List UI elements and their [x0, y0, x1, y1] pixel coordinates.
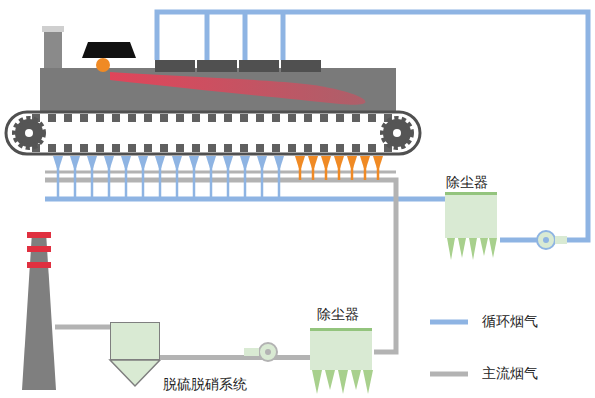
dust-collector: 除尘器 [440, 174, 504, 240]
vessel-body [110, 322, 160, 360]
dust-collector: 除尘器 [305, 306, 377, 372]
fan-symbol [244, 343, 277, 361]
flue-duct [160, 355, 310, 360]
node-label: 脱硫脱硝系统 [163, 376, 247, 392]
treatment-unit: 脱硫脱硝系统 [105, 318, 275, 398]
legend-label: 循环烟气 [482, 313, 538, 329]
legend-label: 主流烟气 [482, 365, 538, 381]
vessel-body [310, 328, 372, 370]
legend-swatch [430, 320, 468, 325]
vessel-body [445, 192, 497, 238]
node-label: 除尘器 [446, 174, 488, 190]
legend-swatch [430, 372, 468, 377]
node-label: 除尘器 [317, 306, 359, 322]
fan-symbol [537, 231, 567, 249]
